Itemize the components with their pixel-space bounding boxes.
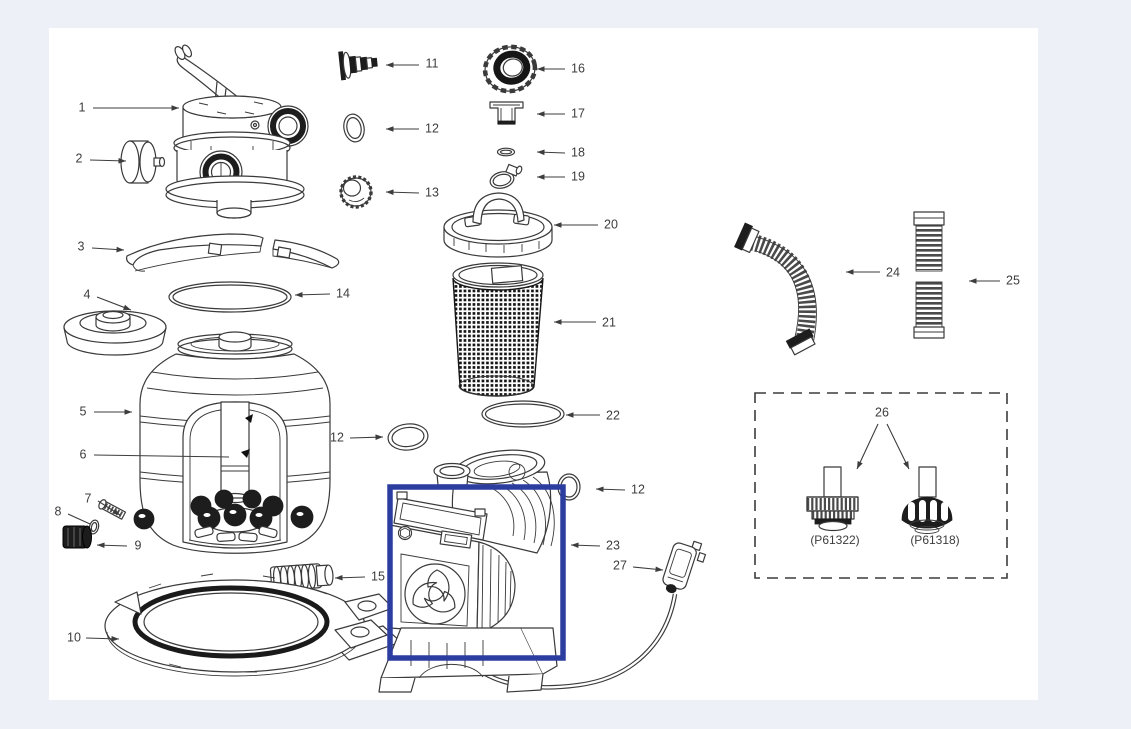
part-5-filter-tank — [133, 331, 331, 554]
callout-19-hose-clamp: 19 — [571, 169, 585, 183]
highlight-box — [387, 484, 566, 661]
diagram-panel: (P61322) (P61318) — [49, 28, 1038, 700]
callout-11-drain-connector: 11 — [426, 56, 439, 70]
part-26-strainer-fitting-p61318 — [901, 466, 953, 534]
part-17-inlet-fitting — [489, 101, 524, 125]
callout-3-valve-clamp: 3 — [78, 239, 85, 253]
callout-layer: 1234567891011121314151617181920212212122… — [55, 56, 1020, 644]
part-number-p61318: (P61318) — [910, 533, 959, 547]
part-16-strainer-lock-nut — [482, 44, 538, 94]
part-13-drain-plug-cap — [339, 175, 373, 209]
callout-12-o-ring-b: 12 — [330, 430, 344, 444]
part-10-clamp-ring — [104, 573, 402, 677]
part-20-pump-strainer-lid — [443, 192, 553, 258]
callout-7-screw: 7 — [85, 491, 92, 505]
part-19-hose-clamp — [489, 163, 523, 189]
part-11-drain-connector — [338, 51, 378, 81]
part-27-power-cord — [469, 540, 707, 690]
callout-17-inlet-fitting: 17 — [571, 106, 585, 120]
gfci-plug — [662, 540, 707, 594]
callout-14-tank-o-ring: 14 — [336, 286, 350, 300]
callout-24-elbow-hose: 24 — [886, 265, 900, 279]
part-1-multiport-valve — [165, 44, 309, 219]
callout-16-strainer-lock-nut: 16 — [571, 61, 585, 75]
callout-1-multiport-valve: 1 — [79, 100, 86, 114]
part-22-lid-o-ring — [481, 400, 565, 428]
callout-23-pump-motor: 23 — [606, 538, 620, 552]
inset-box — [754, 392, 1008, 579]
part-23-pump-assembly — [378, 449, 558, 693]
part-2-pressure-gauge-cap — [120, 140, 166, 184]
part-3-valve-clamp — [126, 233, 340, 272]
callout-12-o-ring-c: 12 — [631, 482, 645, 496]
part-25-straight-hose — [913, 211, 945, 339]
part-9-drain-cap — [62, 525, 92, 549]
callout-2-pressure-gauge-cap: 2 — [76, 151, 83, 165]
callout-27-power-cord: 27 — [613, 558, 627, 572]
part-6-standpipe — [220, 401, 253, 504]
exploded-parts-diagram: (P61322) (P61318) — [55, 44, 1020, 693]
callout-6-standpipe: 6 — [80, 447, 87, 461]
part-12-o-ring-b — [387, 423, 429, 451]
part-24-elbow-hose — [734, 222, 817, 356]
callout-21-strainer-basket: 21 — [602, 315, 616, 329]
callout-25-straight-hose: 25 — [1006, 273, 1020, 287]
part-21-strainer-basket — [452, 262, 544, 397]
callout-13-drain-plug-cap: 13 — [425, 185, 439, 199]
callout-4-tank-lid: 4 — [84, 287, 91, 301]
laterals-assembly — [188, 489, 284, 546]
part-14-tank-o-ring — [168, 281, 292, 313]
callout-18-small-o-ring: 18 — [571, 145, 585, 159]
part-26-strainer-fitting-p61322 — [806, 466, 859, 532]
callout-22-lid-o-ring: 22 — [606, 408, 620, 422]
part-12-o-ring — [343, 113, 365, 143]
part-18-small-o-ring — [496, 147, 516, 157]
callout-15-hose-coupling: 15 — [371, 569, 385, 583]
part-number-p61322: (P61322) — [810, 533, 859, 547]
part-8-washer — [88, 519, 100, 535]
callout-8-washer: 8 — [55, 504, 62, 518]
fan-icon — [412, 569, 456, 613]
callout-12-o-ring: 12 — [425, 121, 439, 135]
part-4-tank-lid — [63, 310, 167, 356]
callout-26-strainer-fittings: 26 — [875, 405, 889, 419]
callout-9-drain-cap: 9 — [135, 538, 142, 552]
callout-20-pump-strainer-lid: 20 — [604, 217, 618, 231]
callout-10-clamp-ring: 10 — [67, 630, 81, 644]
callout-5-filter-tank: 5 — [80, 404, 87, 418]
